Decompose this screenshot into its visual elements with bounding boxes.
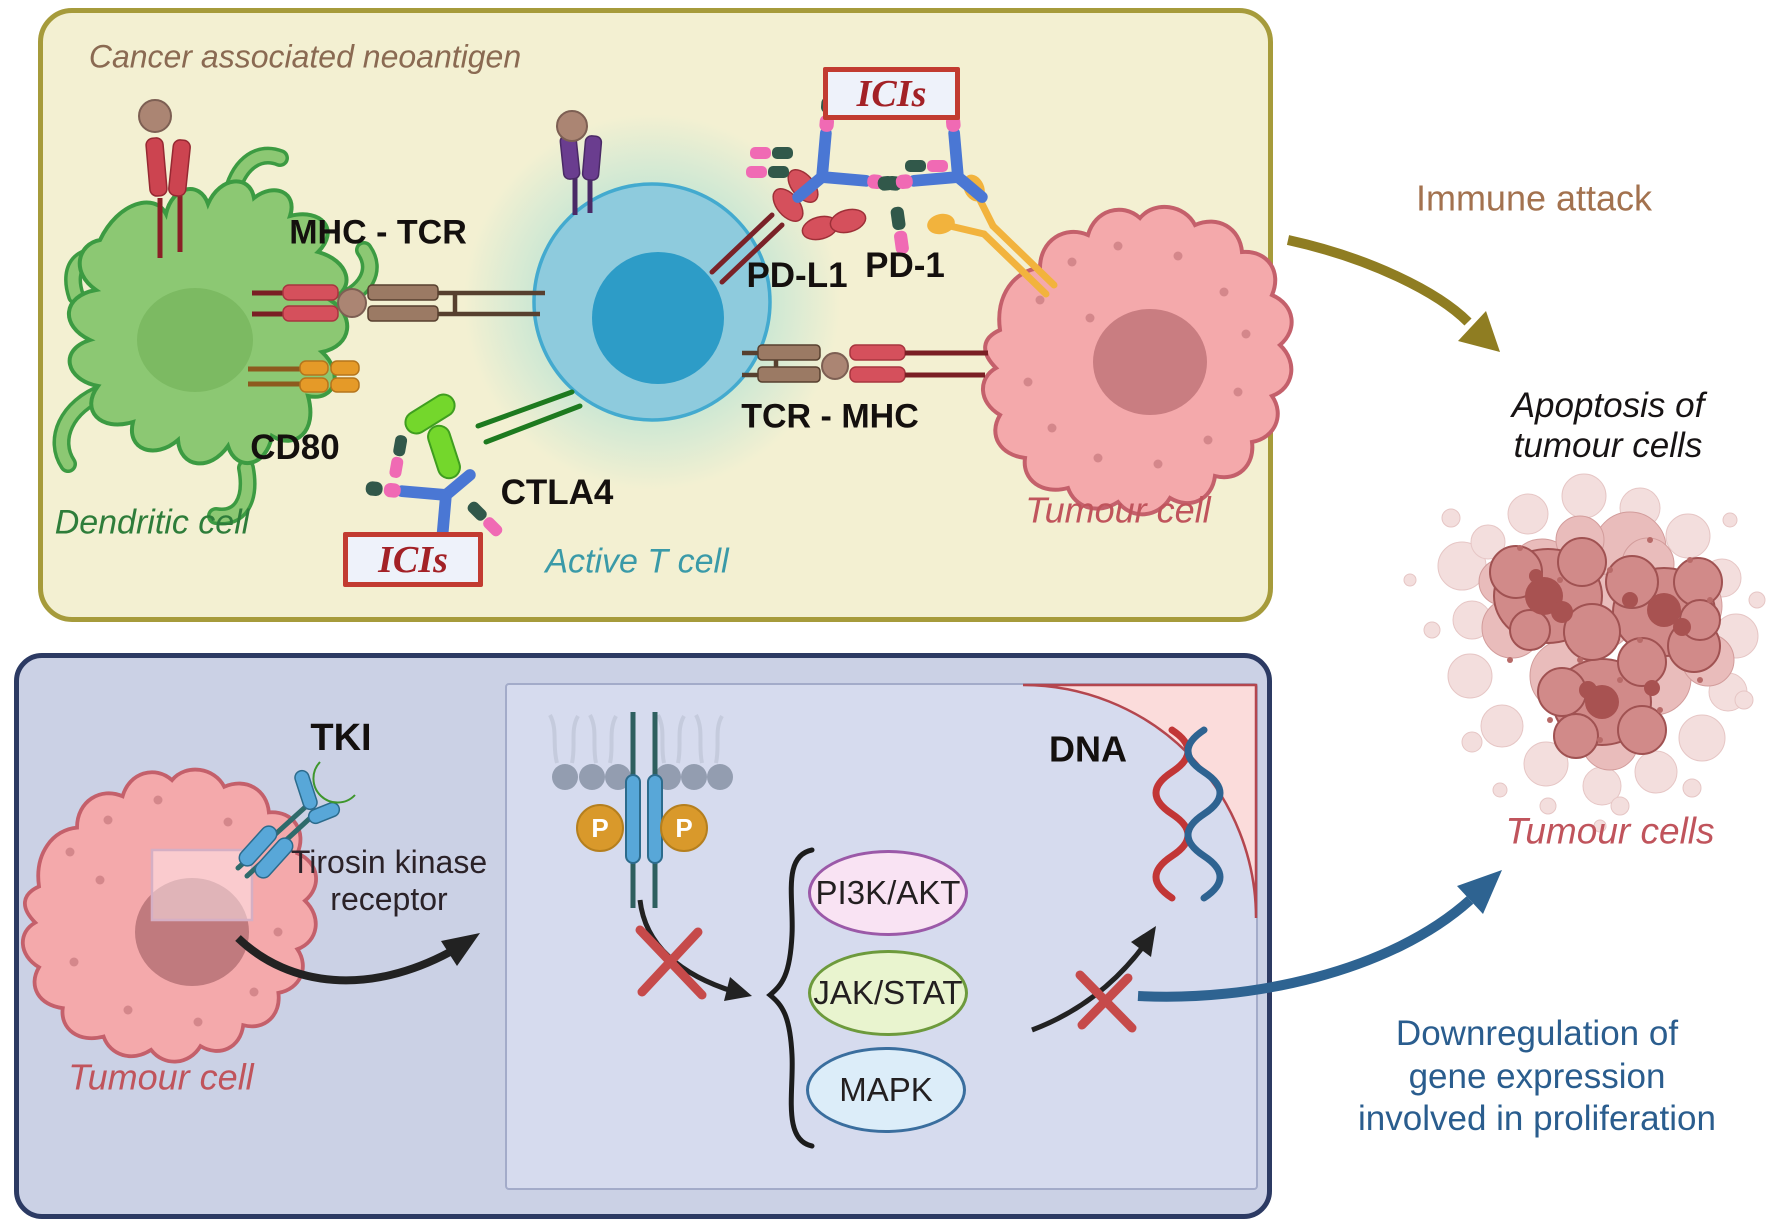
phosphate-badge-left: P — [576, 804, 624, 852]
receptor-label-line2: receptor — [330, 881, 448, 917]
active-t-cell-label: Active T cell — [545, 542, 729, 581]
tumour-cell-top-label: Tumour cell — [1025, 489, 1211, 531]
downregulation-label: Downregulation of gene expression involv… — [1358, 1013, 1716, 1141]
downregulation-line1: Downregulation of — [1395, 1013, 1679, 1053]
dna-label: DNA — [1049, 728, 1127, 770]
tyrosine-kinase-receptor-label: Tirosin kinase receptor — [291, 844, 487, 918]
tumour-cells-cluster — [1403, 473, 1766, 833]
cd80-label: CD80 — [250, 427, 340, 467]
receptor-label-line1: Tirosin kinase — [290, 844, 488, 881]
pathway-jak-stat: JAK/STAT — [808, 950, 968, 1036]
immune-attack-arrow — [1286, 235, 1500, 352]
mhc-tcr-label: MHC - TCR — [289, 213, 467, 252]
phosphate-badge-right: P — [660, 804, 708, 852]
downregulation-line2: gene expression — [1408, 1056, 1666, 1096]
pathway-mapk: MAPK — [806, 1047, 966, 1133]
dendritic-cell-label: Dendritic cell — [54, 503, 250, 542]
neoantigen-label: Cancer associated neoantigen — [88, 38, 522, 75]
pdl1-label: PD-L1 — [746, 255, 848, 295]
tumour-cells-label: Tumour cells — [1505, 810, 1715, 852]
ctla4-label: CTLA4 — [500, 472, 614, 512]
pathway-pi3k-akt: PI3K/AKT — [808, 850, 968, 936]
immune-attack-label: Immune attack — [1415, 177, 1653, 219]
tki-label: TKI — [310, 717, 372, 760]
tumour-cell-bottom-label: Tumour cell — [68, 1056, 254, 1098]
tcr-mhc-label: TCR - MHC — [741, 397, 919, 436]
icis-box-bottom: ICIs — [343, 532, 483, 587]
apoptosis-label: Apoptosis of tumour cells — [1512, 386, 1705, 467]
icis-box-top: ICIs — [823, 67, 960, 120]
downregulation-line3: involved in proliferation — [1358, 1099, 1716, 1139]
apoptosis-line1: Apoptosis of — [1511, 385, 1705, 425]
apoptosis-line2: tumour cells — [1513, 426, 1703, 465]
pd1-label: PD-1 — [865, 245, 945, 285]
